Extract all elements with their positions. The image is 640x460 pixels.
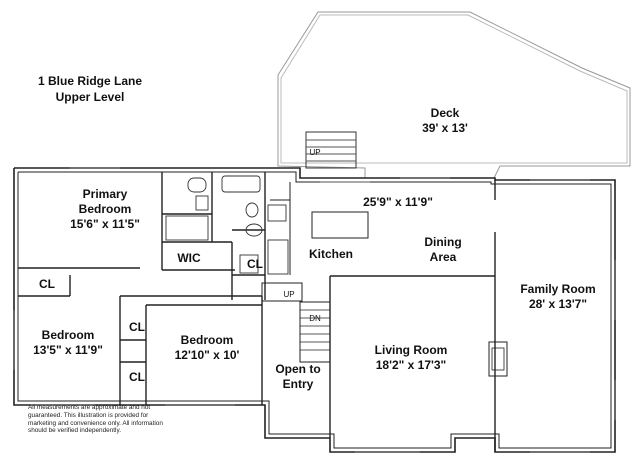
room-open-to-entry-name1: Open to (275, 362, 321, 376)
room-bedroom-left-name: Bedroom (41, 328, 95, 342)
stairs-entry-down: DN (309, 314, 321, 323)
room-dining: Dining Area (418, 235, 468, 265)
room-bedroom-middle: Bedroom 12'10" x 10' (160, 333, 254, 363)
room-bedroom-middle-name: Bedroom (180, 333, 234, 347)
room-bedroom-left: Bedroom 13'5" x 11'9" (20, 328, 116, 358)
room-open-to-entry: Open to Entry (268, 362, 328, 392)
deck-stairs (305, 131, 357, 169)
room-deck-name: Deck (430, 106, 460, 120)
room-deck-size: 39' x 13' (422, 121, 468, 135)
windows (13, 167, 616, 453)
plan-title: 1 Blue Ridge Lane Upper Level (30, 73, 150, 105)
plan-level: Upper Level (55, 90, 125, 104)
kitchen-island (311, 211, 369, 239)
interior-walls (18, 172, 508, 452)
room-family-room: Family Room 28' x 13'7" (510, 282, 606, 312)
room-open-to-entry-name2: Entry (282, 377, 314, 391)
room-primary-bedroom: Primary Bedroom 15'6" x 11'5" (55, 187, 155, 232)
room-cl-left: CL (39, 277, 55, 291)
room-cl-bed-top: CL (129, 320, 145, 334)
deck-outline (277, 11, 631, 179)
room-living-room-name: Living Room (374, 343, 448, 357)
room-living-room-size: 18'2" x 17'3" (375, 358, 447, 372)
room-bedroom-left-size: 13'5" x 11'9" (33, 343, 103, 357)
room-wic: WIC (177, 251, 201, 265)
room-deck: Deck 39' x 13' (415, 106, 475, 136)
room-family-room-name: Family Room (520, 282, 596, 296)
room-kitchen-dining-size: 25'9" x 11'9" (363, 195, 433, 209)
room-dining-name1: Dining (424, 235, 462, 249)
room-living-room: Living Room 18'2" x 17'3" (364, 343, 458, 373)
room-dining-name2: Area (429, 250, 457, 264)
room-cl-bed-bottom: CL (129, 370, 145, 384)
room-cl-hall: CL (247, 257, 263, 271)
room-bedroom-middle-size: 12'10" x 10' (174, 348, 240, 362)
room-kitchen: Kitchen (308, 247, 353, 261)
room-primary-bedroom-size: 15'6" x 11'5" (70, 217, 140, 231)
room-primary-bedroom-name1: Primary (82, 187, 128, 201)
disclaimer-text: All measurements are approximate and not… (28, 404, 163, 435)
fixtures (165, 175, 289, 275)
stairs-hall-up: UP (283, 290, 295, 299)
stairs-deck-up: UP (309, 148, 321, 157)
plan-address: 1 Blue Ridge Lane (37, 74, 143, 88)
room-primary-bedroom-name2: Bedroom (78, 202, 132, 216)
room-family-room-size: 28' x 13'7" (528, 297, 588, 311)
fireplace (488, 341, 508, 377)
